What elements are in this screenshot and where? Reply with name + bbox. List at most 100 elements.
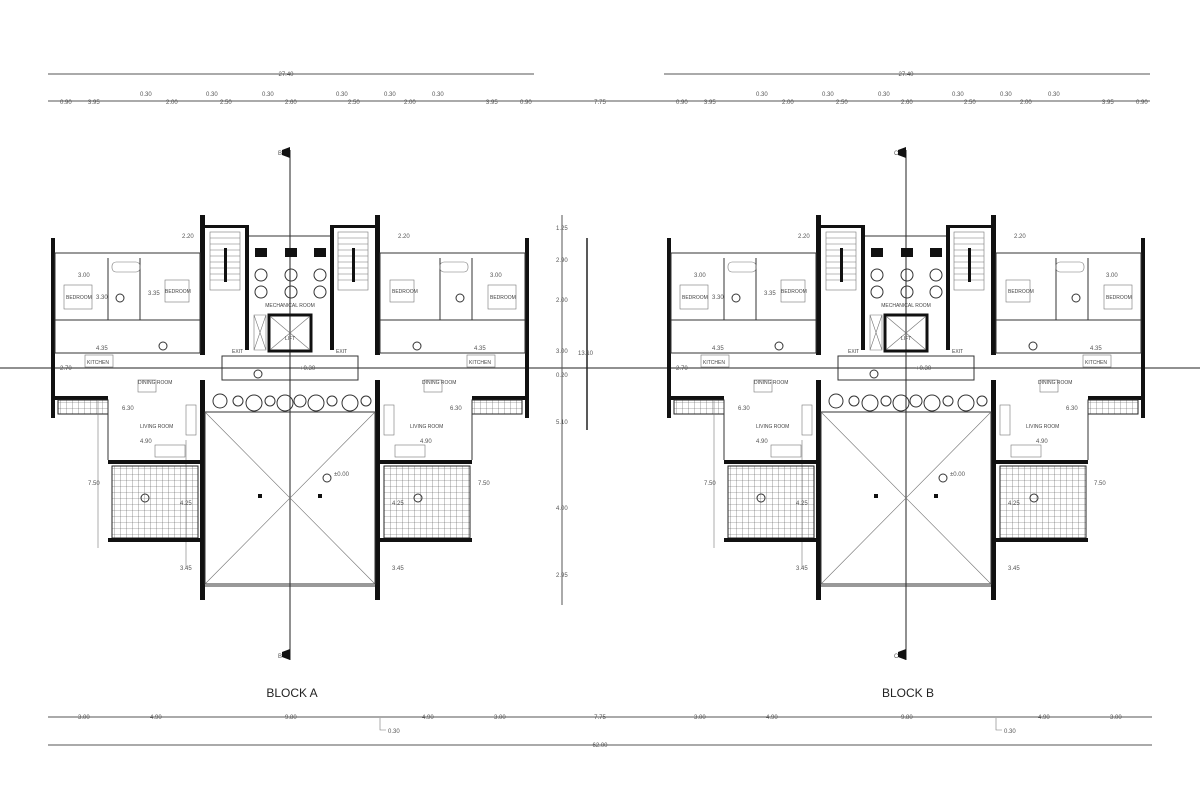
left-unit-interior [55, 258, 200, 460]
room-label-living: LIVING ROOM [756, 424, 789, 430]
wall [991, 215, 996, 355]
dim-label: 9.80 [285, 715, 297, 721]
room-label-kitchen: KITCHEN [1085, 360, 1107, 366]
section-arrow-bottom [282, 649, 290, 660]
left-unit-interior [671, 258, 816, 460]
courtyard-diagonals [204, 411, 376, 585]
wall [950, 225, 991, 228]
wall [375, 215, 380, 355]
dim-label: 3.95 [486, 100, 498, 106]
dim-label: 2.70 [60, 366, 72, 372]
room-label-bedroom: BEDROOM [66, 295, 92, 301]
section-arrow-bottom [898, 649, 906, 660]
dim-label: 3.00 [694, 273, 706, 279]
dim-label: 4.25 [392, 501, 404, 507]
wall [330, 225, 334, 350]
room-label-bedroom: BEDROOM [490, 295, 516, 301]
level-marker [938, 473, 948, 483]
right-unit-outline [379, 252, 526, 354]
courtyard-level: ±0.00 [334, 472, 350, 478]
dim-label: 3.30 [96, 295, 108, 301]
top-dimensions-a: 27.40 [48, 72, 640, 102]
room-label-bedroom: BEDROOM [781, 289, 807, 295]
dim-label: 0.30 [388, 729, 400, 735]
section-arrow-top [282, 147, 290, 158]
top-dimensions-b: 27.40 [640, 72, 1150, 102]
dim-label: 4.90 [140, 439, 152, 445]
dim-label: 3.00 [694, 715, 706, 721]
room-label-exit: EXIT [848, 349, 859, 355]
right-unit-interior [996, 258, 1141, 460]
courtyard-diagonals [820, 411, 992, 585]
dim-label: 4.25 [1008, 501, 1020, 507]
corridor [837, 355, 975, 381]
terrace-left [727, 465, 815, 539]
dim-label: 2.90 [556, 258, 568, 264]
room-label-exit: EXIT [232, 349, 243, 355]
courtyard-level: ±0.00 [950, 472, 966, 478]
dim-label: 3.00 [494, 715, 506, 721]
vertical-dimensions [561, 215, 588, 605]
dim-label: 0.30 [1000, 92, 1012, 98]
dim-label: 6.30 [450, 406, 462, 412]
wall [51, 238, 55, 418]
room-label-mechanical: MECHANICAL ROOM [881, 303, 931, 309]
terrace-left [111, 465, 199, 539]
courtyard [820, 411, 992, 585]
dim-label: 7.50 [478, 481, 490, 487]
dim-label: 3.00 [78, 715, 90, 721]
dim-label: 4.90 [766, 715, 778, 721]
dim-label: 2.70 [676, 366, 688, 372]
wall [821, 225, 861, 228]
dim-label: 4.90 [422, 715, 434, 721]
wall [861, 225, 865, 350]
dim-label: 0.30 [206, 92, 218, 98]
block-title: BLOCK A [266, 686, 317, 700]
right-unit-interior [380, 258, 525, 460]
room-label-dining: DINING ROOM [754, 380, 788, 386]
dim-label: 7.50 [1094, 481, 1106, 487]
dim-label: 4.35 [96, 346, 108, 352]
dim-label: 2.20 [398, 234, 410, 240]
stair-right [337, 231, 369, 291]
dim-label: 0.30 [878, 92, 890, 98]
left-unit-outline [54, 252, 201, 354]
dim-label: 2.50 [220, 100, 232, 106]
dim-label: 9.80 [901, 715, 913, 721]
dim-label: 3.00 [78, 273, 90, 279]
dim-label: 3.00 [556, 349, 568, 355]
block-title: BLOCK B [882, 686, 934, 700]
room-label-lift: LIFT [285, 336, 295, 342]
section-marker-bottom: C [894, 654, 899, 660]
corridor-level: +0.30 [300, 366, 316, 372]
right-unit-outline [995, 252, 1142, 354]
wall [946, 225, 950, 350]
room-label-kitchen: KITCHEN [469, 360, 491, 366]
dim-label: 0.30 [756, 92, 768, 98]
dim-label: 2.20 [798, 234, 810, 240]
room-label-kitchen: KITCHEN [87, 360, 109, 366]
section-marker-top: B [278, 151, 282, 157]
wall [1141, 238, 1145, 418]
dim-label: 2.00 [166, 100, 178, 106]
block-b-plan: 0.90 3.95 2.00 2.50 2.60 2.50 2.00 3.95 … [667, 92, 1148, 735]
wall [380, 460, 472, 464]
dim-label: 0.30 [384, 92, 396, 98]
dim-label: 0.30 [952, 92, 964, 98]
dim-label: 4.90 [150, 715, 162, 721]
wall [996, 460, 1088, 464]
stair-left [209, 231, 241, 291]
dim-label: 0.30 [822, 92, 834, 98]
level-marker [1029, 493, 1039, 503]
dim-label: 7.50 [88, 481, 100, 487]
room-label-kitchen: KITCHEN [703, 360, 725, 366]
left-unit-outline [670, 252, 817, 354]
level-marker [322, 473, 332, 483]
dim-label: 2.00 [1020, 100, 1032, 106]
dim-label-total-depth: 13.10 [578, 351, 594, 357]
section-marker-bottom: B [278, 654, 282, 660]
wall [205, 225, 245, 228]
level-marker [140, 493, 150, 503]
dim-label: 2.00 [556, 298, 568, 304]
